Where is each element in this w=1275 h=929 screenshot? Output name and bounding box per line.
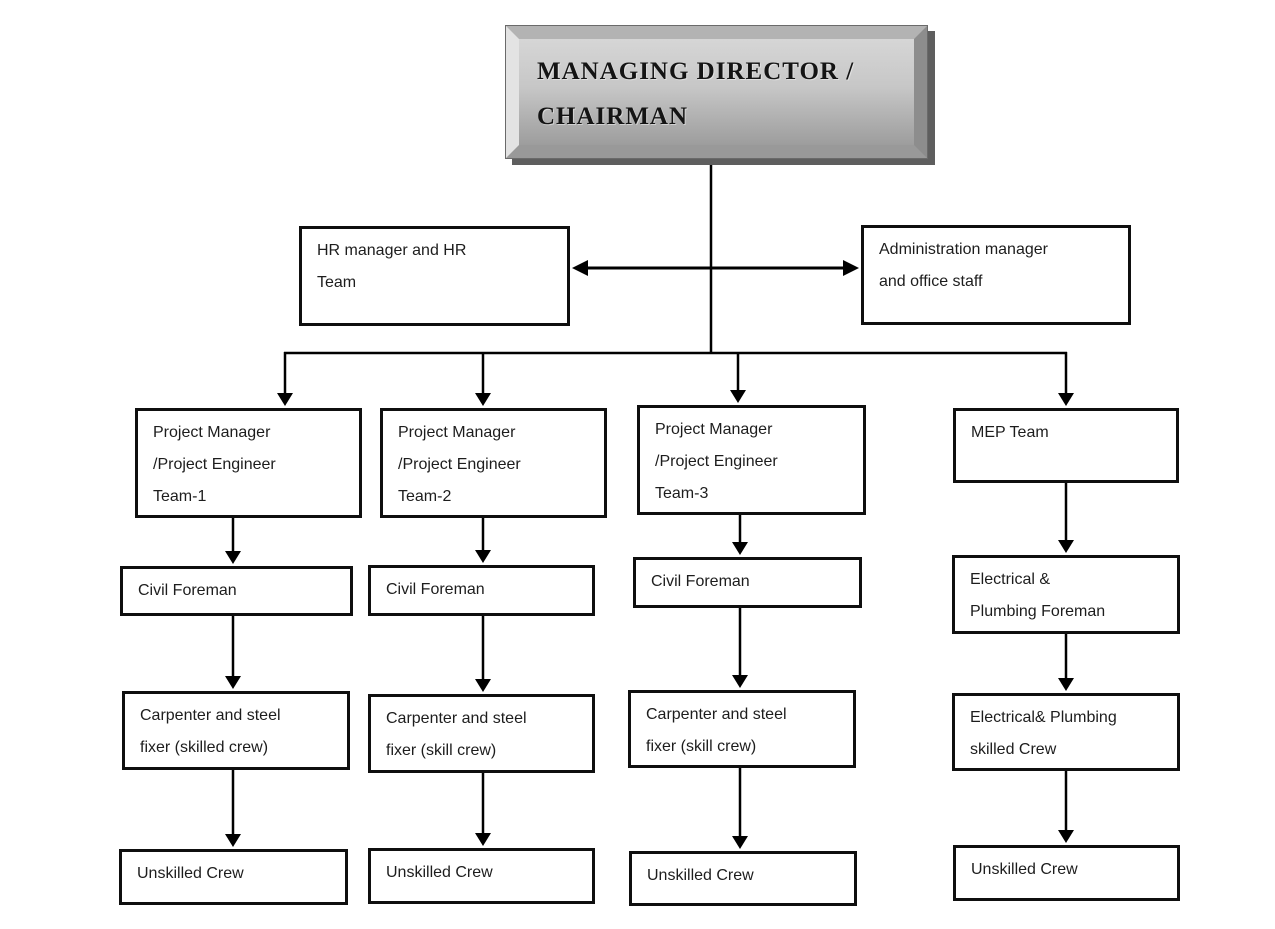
edge-crossbar-to-team3: [730, 352, 746, 403]
node-skilled-crew-2: Carpenter and steel fixer (skill crew): [368, 694, 595, 773]
node-electrical-plumbing-skilled-crew: Electrical& Plumbing skilled Crew: [952, 693, 1180, 771]
node-unskilled-crew-2: Unskilled Crew: [368, 848, 595, 904]
node-skilled-crew-1: Carpenter and steel fixer (skilled crew): [122, 691, 350, 770]
edge-skilled3-to-unskilled3: [732, 767, 748, 849]
edge-hr-admin-double-arrow: [572, 260, 859, 276]
edge-foreman1-to-skilled1: [225, 615, 241, 689]
edge-mep-to-foreman4: [1058, 482, 1074, 553]
node-civil-foreman-3: Civil Foreman: [633, 557, 862, 608]
edge-crossbar-to-team2: [475, 352, 491, 406]
node-civil-foreman-2: Civil Foreman: [368, 565, 595, 616]
node-project-team-1: Project Manager /Project Engineer Team-1: [135, 408, 362, 518]
edge-skilled2-to-unskilled2: [475, 772, 491, 846]
edge-skilled1-to-unskilled1: [225, 769, 241, 847]
node-project-team-2: Project Manager /Project Engineer Team-2: [380, 408, 607, 518]
edge-crossbar-to-mep: [1058, 352, 1074, 406]
node-admin-office-staff: Administration manager and office staff: [861, 225, 1131, 325]
edge-crossbar-to-team1: [277, 352, 293, 406]
edge-foreman4-to-skilled4: [1058, 633, 1074, 691]
edge-foreman2-to-skilled2: [475, 615, 491, 692]
edge-team2-to-foreman2: [475, 516, 491, 563]
node-managing-director: MANAGING DIRECTOR / CHAIRMAN: [505, 25, 928, 159]
edge-team1-to-foreman1: [225, 516, 241, 564]
node-hr-team: HR manager and HR Team: [299, 226, 570, 326]
root-bevel-frame: MANAGING DIRECTOR / CHAIRMAN: [506, 26, 927, 158]
node-unskilled-crew-1: Unskilled Crew: [119, 849, 348, 905]
node-electrical-plumbing-foreman: Electrical & Plumbing Foreman: [952, 555, 1180, 634]
node-civil-foreman-1: Civil Foreman: [120, 566, 353, 616]
edge-foreman3-to-skilled3: [732, 607, 748, 688]
edge-skilled4-to-unskilled4: [1058, 770, 1074, 843]
edge-team3-to-foreman3: [732, 514, 748, 555]
node-mep-team: MEP Team: [953, 408, 1179, 483]
node-managing-director-label: MANAGING DIRECTOR / CHAIRMAN: [519, 39, 914, 145]
node-unskilled-crew-3: Unskilled Crew: [629, 851, 857, 906]
node-unskilled-crew-4: Unskilled Crew: [953, 845, 1180, 901]
node-skilled-crew-3: Carpenter and steel fixer (skill crew): [628, 690, 856, 768]
node-project-team-3: Project Manager /Project Engineer Team-3: [637, 405, 866, 515]
